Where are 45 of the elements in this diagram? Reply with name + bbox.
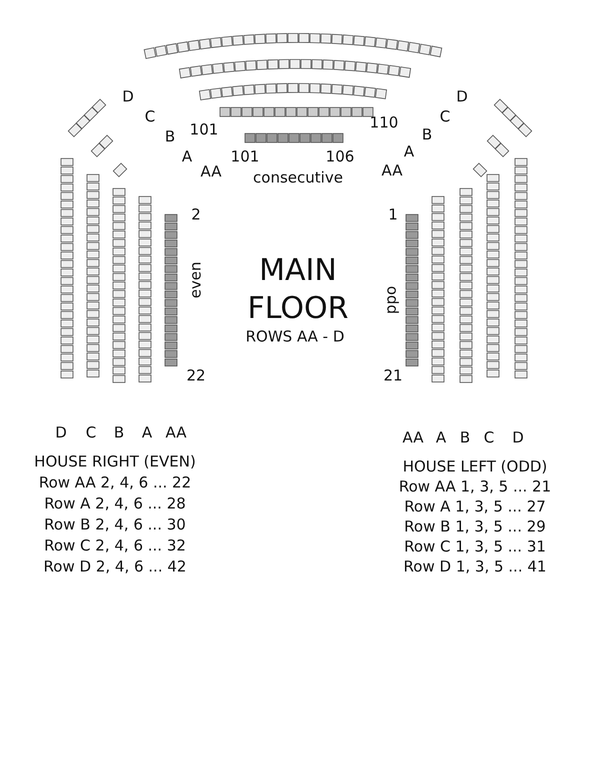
seat-number: 106 <box>326 150 354 164</box>
seat-range-text: Row A 2, 4, 6 ... 28 <box>44 496 186 512</box>
seat-range-text: Row AA 1, 3, 5 ... 21 <box>398 480 552 494</box>
seat-range-text: Row B 1, 3, 5 ... 29 <box>404 520 546 534</box>
row-letter: C <box>144 110 156 124</box>
section-heading: HOUSE LEFT (ODD) <box>402 460 548 474</box>
row-letter: A <box>404 144 414 160</box>
seat-range-text: Row D 2, 4, 6 ... 42 <box>44 560 186 574</box>
seat-number: 110 <box>370 116 398 130</box>
row-letter: B <box>460 430 470 446</box>
subtitle: ROWS AA - D <box>246 330 344 344</box>
seat-range-text: Row C 2, 4, 6 ... 32 <box>44 538 186 554</box>
row-letter: AA <box>382 164 402 178</box>
seat-range-text: Row B 2, 4, 6 ... 30 <box>44 518 186 532</box>
seat-number: 2 <box>191 208 201 222</box>
row-letter: B <box>422 128 432 142</box>
row-letter: AA <box>402 430 424 446</box>
seat-order-note: even <box>188 262 204 298</box>
row-letter: A <box>142 426 152 440</box>
row-letter: AA <box>200 164 222 180</box>
title: MAIN FLOOR <box>246 252 350 328</box>
seat-range-text: Row AA 2, 4, 6 ... 22 <box>38 476 192 490</box>
row-letter: C <box>86 426 96 440</box>
row-letter: D <box>55 426 67 440</box>
section-heading: HOUSE RIGHT (EVEN) <box>34 454 196 470</box>
row-letter: D <box>512 430 524 446</box>
seat-number: 101 <box>230 150 260 164</box>
row-letter: AA <box>166 426 186 440</box>
seat-range-text: Row A 1, 3, 5 ... 27 <box>404 500 546 514</box>
row-letter: B <box>164 130 176 144</box>
seat-number: 1 <box>388 208 398 222</box>
row-letter: C <box>440 110 450 124</box>
row-letter: D <box>122 90 134 104</box>
seat-number: 22 <box>186 368 206 384</box>
seating-note: consecutive <box>253 170 343 186</box>
seat-range-text: Row D 1, 3, 5 ... 41 <box>404 560 546 574</box>
row-letter: A <box>182 150 192 164</box>
row-letter: D <box>456 90 468 104</box>
seat-number: 101 <box>190 122 218 138</box>
row-letter: A <box>436 430 446 446</box>
row-letter: B <box>114 426 124 440</box>
seat-order-note: odd <box>384 286 400 314</box>
row-letter: C <box>484 430 494 446</box>
seat-number: 21 <box>383 368 403 384</box>
seat-range-text: Row C 1, 3, 5 ... 31 <box>404 540 546 554</box>
